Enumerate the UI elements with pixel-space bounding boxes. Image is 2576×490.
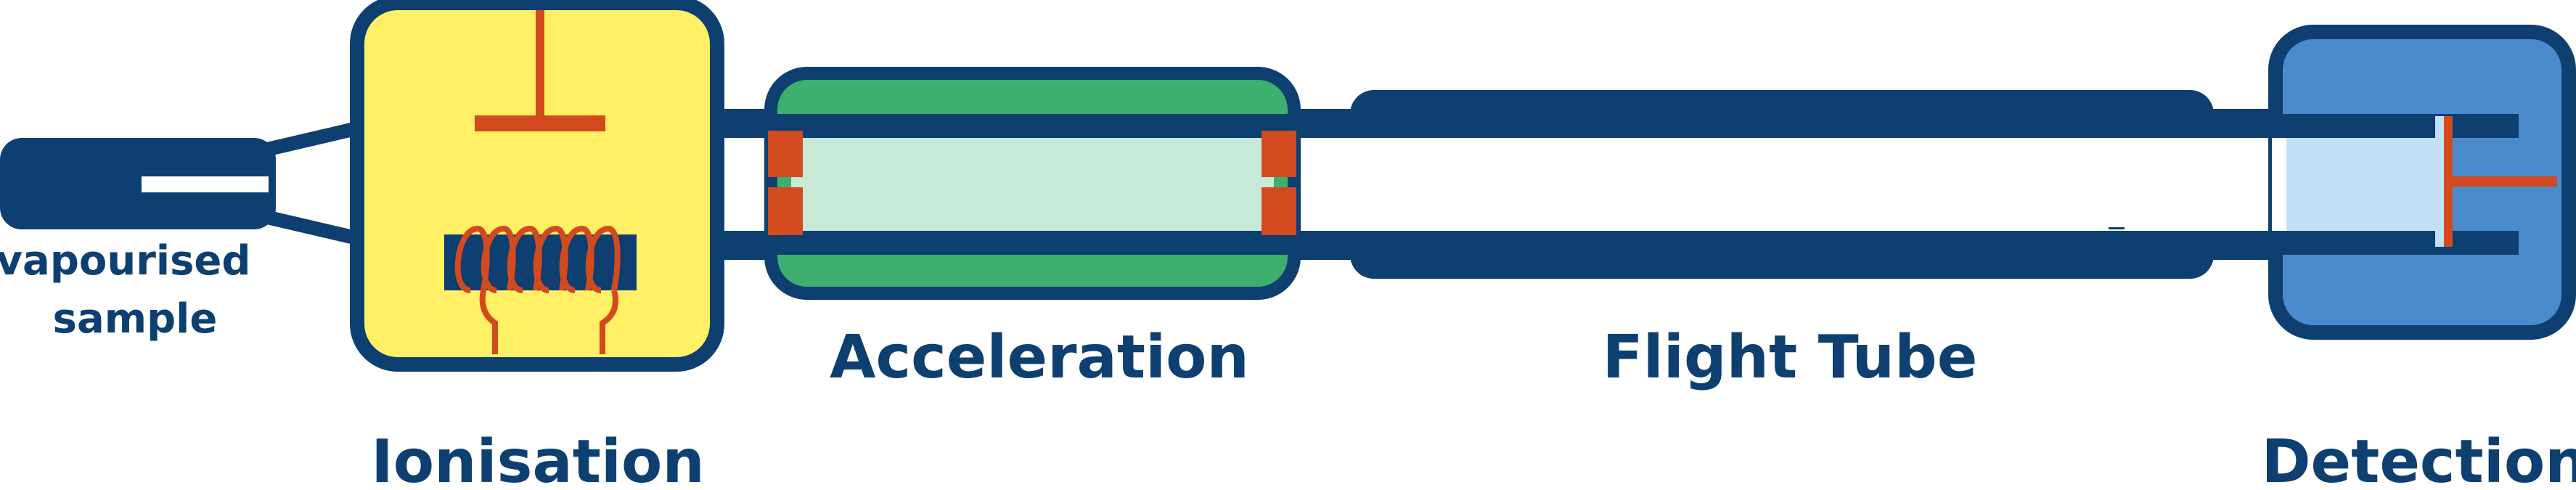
filament-lead-left [479,290,498,354]
flight-tube [1307,90,2257,279]
sample-label-line1: vapourised [0,237,250,285]
inlet-capillary [0,138,276,229]
detection-wall-top [2276,114,2519,138]
repeller-stem [536,10,544,115]
inlet-funnel-lower [254,207,363,247]
sample-label-line2: sample [53,295,218,343]
detection-bore-white [2272,138,2286,231]
acceleration-chamber [764,67,1301,300]
detection-wall-bottom [2276,231,2519,255]
coil-loop-6 [585,225,621,293]
ionisation-label: Ionisation [371,428,705,490]
inlet-funnel-upper [254,120,363,160]
repeller-plate [475,115,605,131]
filament-lead-right [600,289,618,354]
inlet-capillary-bore [142,176,269,192]
filament-coil [454,225,621,354]
flight-tube-mark [2109,227,2125,229]
acceleration-label: Acceleration [830,323,1249,392]
flight-tube-label: Flight Tube [1603,323,1978,392]
flight-tube-bore [1307,138,2257,231]
accel-grid-right-upper [1262,131,1296,177]
detection-bore [2283,138,2435,231]
ionisation-chamber [350,0,724,372]
acceleration-wall-top [771,114,1294,138]
accel-grid-left-upper [768,131,803,177]
flight-tube-top-sleeve [1350,90,2214,138]
accel-grid-right-lower [1262,187,1296,235]
sample-inlet [0,120,363,247]
detector-lead [2453,176,2557,187]
accel-grid-left-lower [768,187,803,235]
detection-label: Detection [2261,428,2576,490]
flight-tube-bottom-sleeve [1350,231,2214,279]
acceleration-field [791,138,1274,231]
detection-chamber [2268,25,2576,340]
detector-plate-back [2435,116,2444,247]
detector-plate [2444,116,2453,247]
acceleration-wall-bottom [771,231,1294,255]
